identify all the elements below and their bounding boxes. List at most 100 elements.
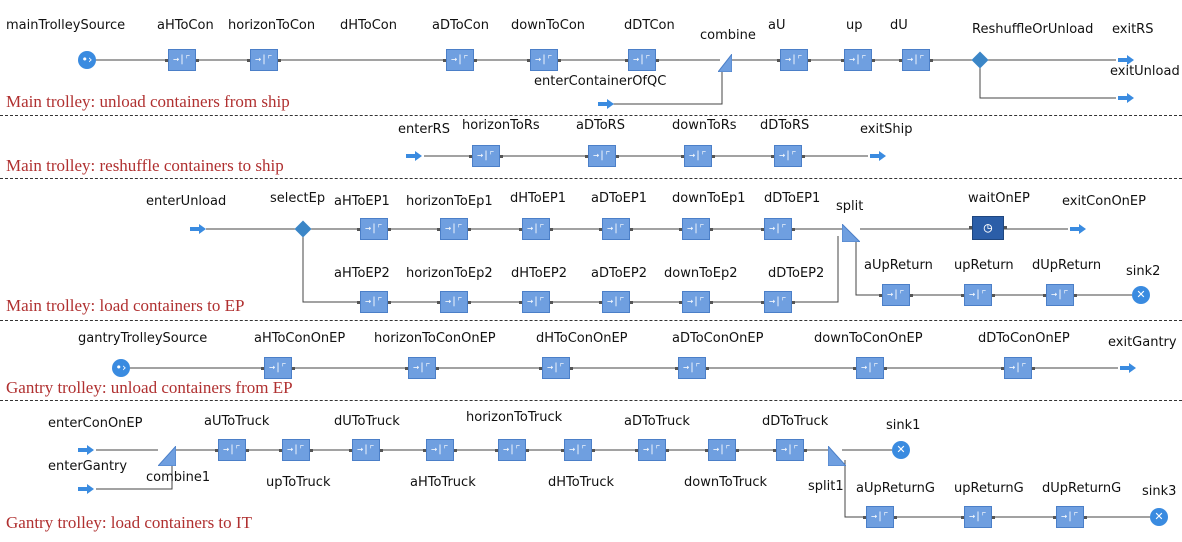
delay-block-icon[interactable]: →|⌜ <box>357 291 391 313</box>
node-label: enterUnload <box>146 194 227 209</box>
node-label: exitConOnEP <box>1062 194 1146 209</box>
delay-block-icon[interactable]: →|⌜ <box>761 218 795 240</box>
section-title: Main trolley: load containers to EP <box>6 296 245 315</box>
exit-arrow-icon[interactable] <box>1118 93 1134 103</box>
node-label: dDToTruck <box>762 414 829 429</box>
exit-arrow-icon[interactable] <box>1070 224 1086 234</box>
node-label: downToEp1 <box>672 191 746 206</box>
node-label: enterConOnEP <box>48 416 143 431</box>
combine-icon[interactable] <box>158 446 176 466</box>
delay-block-icon[interactable]: →|⌜ <box>961 284 995 306</box>
node-label: horizonToConOnEP <box>374 331 496 346</box>
delay-block-icon[interactable]: →|⌜ <box>405 357 439 379</box>
delay-block-icon[interactable]: →|⌜ <box>1001 357 1035 379</box>
delay-block-icon[interactable]: →|⌜ <box>495 439 529 461</box>
delay-block-icon[interactable]: →|⌜ <box>527 49 561 71</box>
node-label: exitUnload <box>1110 64 1180 79</box>
node-label: split <box>836 199 864 214</box>
enter-arrow-icon[interactable] <box>78 445 94 455</box>
delay-block-icon[interactable]: →|⌜ <box>679 218 713 240</box>
delay-block-icon[interactable]: →|⌜ <box>539 357 573 379</box>
split-icon[interactable] <box>828 446 846 466</box>
delay-block-icon[interactable]: →|⌜ <box>357 218 391 240</box>
delay-block-icon[interactable]: →|⌜ <box>899 49 933 71</box>
delay-block-icon[interactable]: →|⌜ <box>599 291 633 313</box>
delay-block-icon[interactable]: →|⌜ <box>771 145 805 167</box>
sink-icon[interactable]: ✕ <box>892 441 910 459</box>
node-label: aDToRS <box>576 118 625 133</box>
node-label: aUToTruck <box>204 414 270 429</box>
delay-block-icon[interactable]: →|⌜ <box>165 49 199 71</box>
node-label: sink3 <box>1142 484 1177 499</box>
enter-arrow-icon[interactable] <box>190 224 206 234</box>
delay-block-icon[interactable]: →|⌜ <box>585 145 619 167</box>
node-label: split1 <box>808 479 844 494</box>
delay-block-icon[interactable]: →|⌜ <box>423 439 457 461</box>
delay-block-icon[interactable]: →|⌜ <box>705 439 739 461</box>
delay-block-icon[interactable]: →|⌜ <box>625 49 659 71</box>
node-label: aHToCon <box>157 18 214 33</box>
delay-block-icon[interactable]: →|⌜ <box>761 291 795 313</box>
delay-block-icon[interactable]: →|⌜ <box>349 439 383 461</box>
delay-block-icon[interactable]: →|⌜ <box>1053 506 1087 528</box>
enter-arrow-icon[interactable] <box>78 484 94 494</box>
delay-block-icon[interactable]: →|⌜ <box>443 49 477 71</box>
node-label: ReshuffleOrUnload <box>972 22 1094 37</box>
exit-arrow-icon[interactable] <box>870 151 886 161</box>
delay-block-icon[interactable]: →|⌜ <box>437 218 471 240</box>
node-label: horizonToCon <box>228 18 316 33</box>
delay-block-icon[interactable]: →|⌜ <box>961 506 995 528</box>
clock-icon[interactable]: ◷ <box>969 216 1007 240</box>
delay-block-icon[interactable]: →|⌜ <box>469 145 503 167</box>
section-title: Gantry trolley: unload containers from E… <box>6 378 293 397</box>
delay-block-icon[interactable]: →|⌜ <box>679 291 713 313</box>
sink-icon[interactable]: ✕ <box>1132 286 1150 304</box>
node-label: upToTruck <box>266 475 331 490</box>
delay-block-icon[interactable]: →|⌜ <box>853 357 887 379</box>
delay-block-icon[interactable]: →|⌜ <box>261 357 295 379</box>
node-label: mainTrolleySource <box>6 18 126 33</box>
combine-icon[interactable] <box>718 54 732 72</box>
delay-block-icon[interactable]: →|⌜ <box>777 49 811 71</box>
delay-block-icon[interactable]: →|⌜ <box>841 49 875 71</box>
delay-block-icon[interactable]: →|⌜ <box>599 218 633 240</box>
node-label: aHToEP2 <box>334 266 390 281</box>
node-label: aHToConOnEP <box>254 331 346 346</box>
source-icon[interactable]: •› <box>112 359 130 377</box>
delay-block-icon[interactable]: →|⌜ <box>519 218 553 240</box>
node-label: upReturn <box>954 258 1014 273</box>
delay-block-icon[interactable]: →|⌜ <box>1043 284 1077 306</box>
delay-block-icon[interactable]: →|⌜ <box>561 439 595 461</box>
delay-block-icon[interactable]: →|⌜ <box>681 145 715 167</box>
node-label: aHToTruck <box>410 475 476 490</box>
delay-block-icon[interactable]: →|⌜ <box>863 506 897 528</box>
sink-icon[interactable]: ✕ <box>1150 508 1168 526</box>
delay-block-icon[interactable]: →|⌜ <box>635 439 669 461</box>
node-label: waitOnEP <box>968 191 1030 206</box>
section-title: Main trolley: unload containers from shi… <box>6 92 290 111</box>
enter-arrow-icon[interactable] <box>406 151 422 161</box>
split-icon[interactable] <box>842 224 860 242</box>
exit-arrow-icon[interactable] <box>1120 363 1136 373</box>
delay-block-icon[interactable]: →|⌜ <box>279 439 313 461</box>
exit-arrow-icon[interactable] <box>1118 55 1134 65</box>
node-label: dHToEP2 <box>511 266 568 281</box>
node-label: enterRS <box>398 122 450 137</box>
enter-arrow-icon[interactable] <box>598 99 614 109</box>
delay-block-icon[interactable]: →|⌜ <box>773 439 807 461</box>
node-label: aUpReturnG <box>856 481 935 496</box>
delay-block-icon[interactable]: →|⌜ <box>437 291 471 313</box>
node-label: aDToEP2 <box>591 266 647 281</box>
delay-block-icon[interactable]: →|⌜ <box>675 357 709 379</box>
node-label: dDToRS <box>760 118 810 133</box>
node-label: up <box>846 18 863 33</box>
node-label: enterGantry <box>48 459 128 474</box>
source-icon[interactable]: •› <box>78 51 96 69</box>
delay-block-icon[interactable]: →|⌜ <box>247 49 281 71</box>
delay-block-icon[interactable]: →|⌜ <box>215 439 249 461</box>
delay-block-icon[interactable]: →|⌜ <box>879 284 913 306</box>
node-label: dDToEP2 <box>768 266 825 281</box>
delay-block-icon[interactable]: →|⌜ <box>519 291 553 313</box>
